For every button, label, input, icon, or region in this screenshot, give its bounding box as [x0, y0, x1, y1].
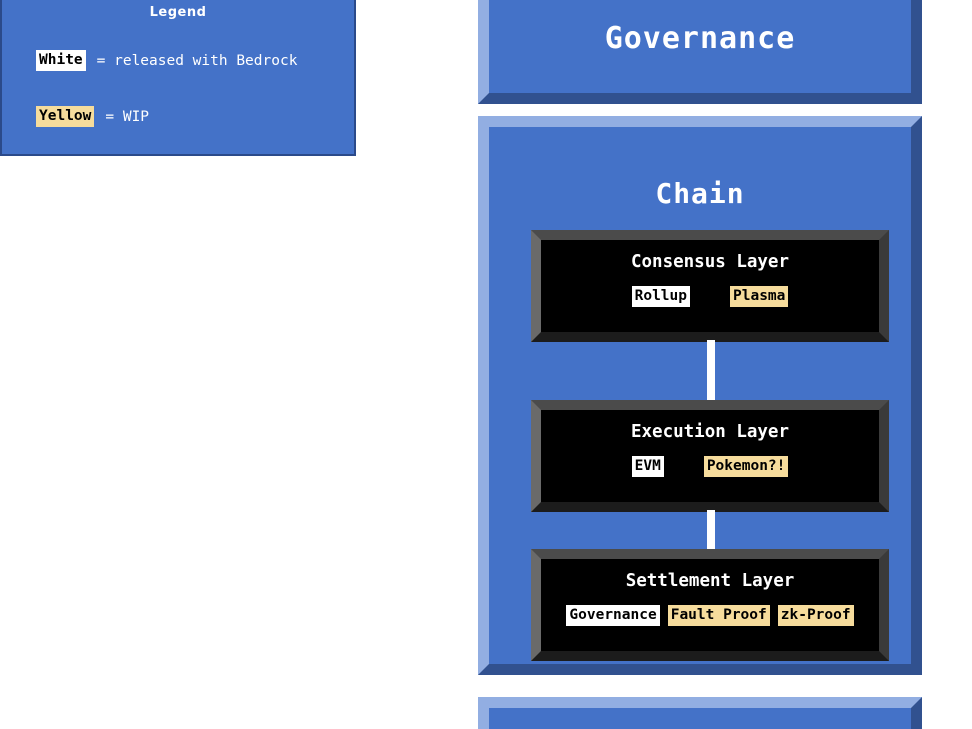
settlement-layer-title: Settlement Layer [625, 571, 795, 591]
connector-execution-settlement [707, 510, 715, 551]
settlement-layer-box: Settlement Layer Governance Fault Proof … [531, 549, 889, 661]
tag-governance: Governance [566, 605, 660, 627]
settlement-layer-tags: Governance Fault Proof zk-Proof [545, 605, 875, 627]
tag-rollup: Rollup [631, 286, 690, 308]
execution-layer-title: Execution Layer [630, 422, 790, 442]
legend-title: Legend [149, 5, 207, 20]
tag-zk-proof: zk-Proof [777, 605, 854, 627]
governance-title: Governance [604, 21, 796, 56]
consensus-layer-box: Consensus Layer Rollup Plasma [531, 230, 889, 342]
consensus-layer-tags: Rollup Plasma [545, 286, 875, 308]
bottom-box-partial: U [478, 697, 922, 729]
legend-desc-white: = released with Bedrock [96, 52, 298, 69]
tag-fault-proof: Fault Proof [667, 605, 770, 627]
execution-layer-tags: EVM Pokemon?! [545, 456, 875, 478]
tag-evm: EVM [631, 456, 664, 478]
legend-entry-white: White = released with Bedrock [36, 50, 298, 72]
legend-panel: Legend White = released with Bedrock Yel… [0, 0, 356, 156]
legend-desc-yellow: = WIP [105, 108, 150, 125]
chain-box: Chain Consensus Layer Rollup Plasma Exec… [478, 116, 922, 675]
chain-title: Chain [655, 177, 745, 210]
governance-box: Governance [478, 0, 922, 104]
consensus-layer-title: Consensus Layer [630, 252, 790, 272]
execution-layer-box: Execution Layer EVM Pokemon?! [531, 400, 889, 512]
legend-chip-yellow: Yellow [36, 106, 95, 128]
legend-entry-yellow: Yellow = WIP [36, 106, 150, 128]
tag-plasma: Plasma [730, 286, 789, 308]
tag-pokemon: Pokemon?! [703, 456, 789, 478]
legend-chip-white: White [36, 50, 86, 72]
connector-consensus-execution [707, 340, 715, 402]
